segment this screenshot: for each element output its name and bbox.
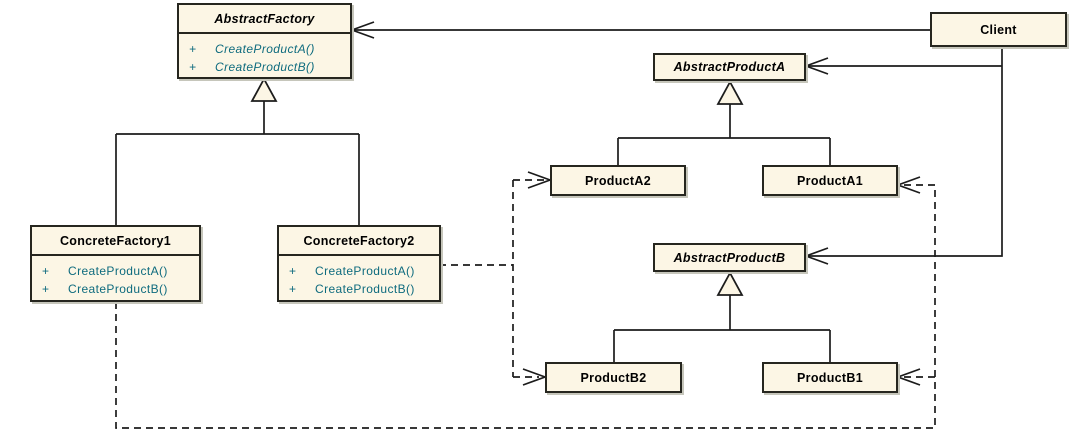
- class-product-b2[interactable]: ProductB2: [545, 362, 682, 393]
- method-list: + CreateProductA() + CreateProductB(): [279, 256, 439, 300]
- generalization-products-b: [613, 271, 831, 362]
- method-create-product-a: + CreateProductA(): [189, 40, 344, 58]
- class-title: ConcreteFactory2: [279, 227, 439, 256]
- class-title: AbstractFactory: [179, 5, 350, 34]
- open-arrowhead-icon: [803, 57, 829, 75]
- generalization-triangle-icon: [716, 271, 744, 296]
- class-title: ProductA1: [797, 173, 863, 188]
- method-signature: CreateProductA(): [68, 264, 168, 278]
- generalization-triangle-icon: [250, 77, 278, 102]
- visibility-symbol: +: [189, 60, 197, 74]
- generalization-products-a: [617, 80, 831, 165]
- method-signature: CreateProductB(): [215, 60, 315, 74]
- association-client-abstractproducts: [803, 47, 1003, 265]
- method-create-product-b: + CreateProductB(): [189, 58, 344, 76]
- open-arrowhead-icon: [349, 21, 375, 39]
- class-concrete-factory2[interactable]: ConcreteFactory2 + CreateProductA() + Cr…: [277, 225, 441, 302]
- visibility-symbol: +: [289, 282, 297, 296]
- class-product-a1[interactable]: ProductA1: [762, 165, 898, 196]
- open-arrowhead-icon: [895, 176, 921, 194]
- visibility-symbol: +: [289, 264, 297, 278]
- class-title: Client: [980, 22, 1017, 37]
- method-create-product-b: + CreateProductB(): [42, 280, 193, 298]
- class-title: ProductB1: [797, 370, 863, 385]
- class-concrete-factory1[interactable]: ConcreteFactory1 + CreateProductA() + Cr…: [30, 225, 201, 302]
- method-list: + CreateProductA() + CreateProductB(): [32, 256, 199, 300]
- method-signature: CreateProductA(): [315, 264, 415, 278]
- method-signature: CreateProductA(): [215, 42, 315, 56]
- generalization-triangle-icon: [716, 80, 744, 105]
- open-arrowhead-icon: [895, 368, 921, 386]
- visibility-symbol: +: [42, 264, 50, 278]
- generalization-factories: [115, 77, 360, 225]
- method-create-product-a: + CreateProductA(): [289, 262, 433, 280]
- class-title: AbstractProductB: [673, 250, 786, 265]
- class-title: ConcreteFactory1: [32, 227, 199, 256]
- method-signature: CreateProductB(): [315, 282, 415, 296]
- method-list: + CreateProductA() + CreateProductB(): [179, 34, 350, 77]
- class-product-b1[interactable]: ProductB1: [762, 362, 898, 393]
- class-title: ProductA2: [585, 173, 651, 188]
- class-abstract-product-b[interactable]: AbstractProductB: [653, 243, 806, 272]
- method-create-product-a: + CreateProductA(): [42, 262, 193, 280]
- class-abstract-product-a[interactable]: AbstractProductA: [653, 53, 806, 81]
- class-title: ProductB2: [580, 370, 647, 385]
- class-client[interactable]: Client: [930, 12, 1067, 47]
- class-title: AbstractProductA: [673, 60, 786, 74]
- dependency-concretefactory2: [439, 171, 553, 386]
- dependency-concretefactory1: [115, 176, 936, 429]
- open-arrowhead-icon: [803, 247, 829, 265]
- visibility-symbol: +: [189, 42, 197, 56]
- class-abstract-factory[interactable]: AbstractFactory + CreateProductA() + Cre…: [177, 3, 352, 79]
- association-client-abstractfactory: [349, 21, 930, 39]
- method-create-product-b: + CreateProductB(): [289, 280, 433, 298]
- method-signature: CreateProductB(): [68, 282, 168, 296]
- class-product-a2[interactable]: ProductA2: [550, 165, 686, 196]
- visibility-symbol: +: [42, 282, 50, 296]
